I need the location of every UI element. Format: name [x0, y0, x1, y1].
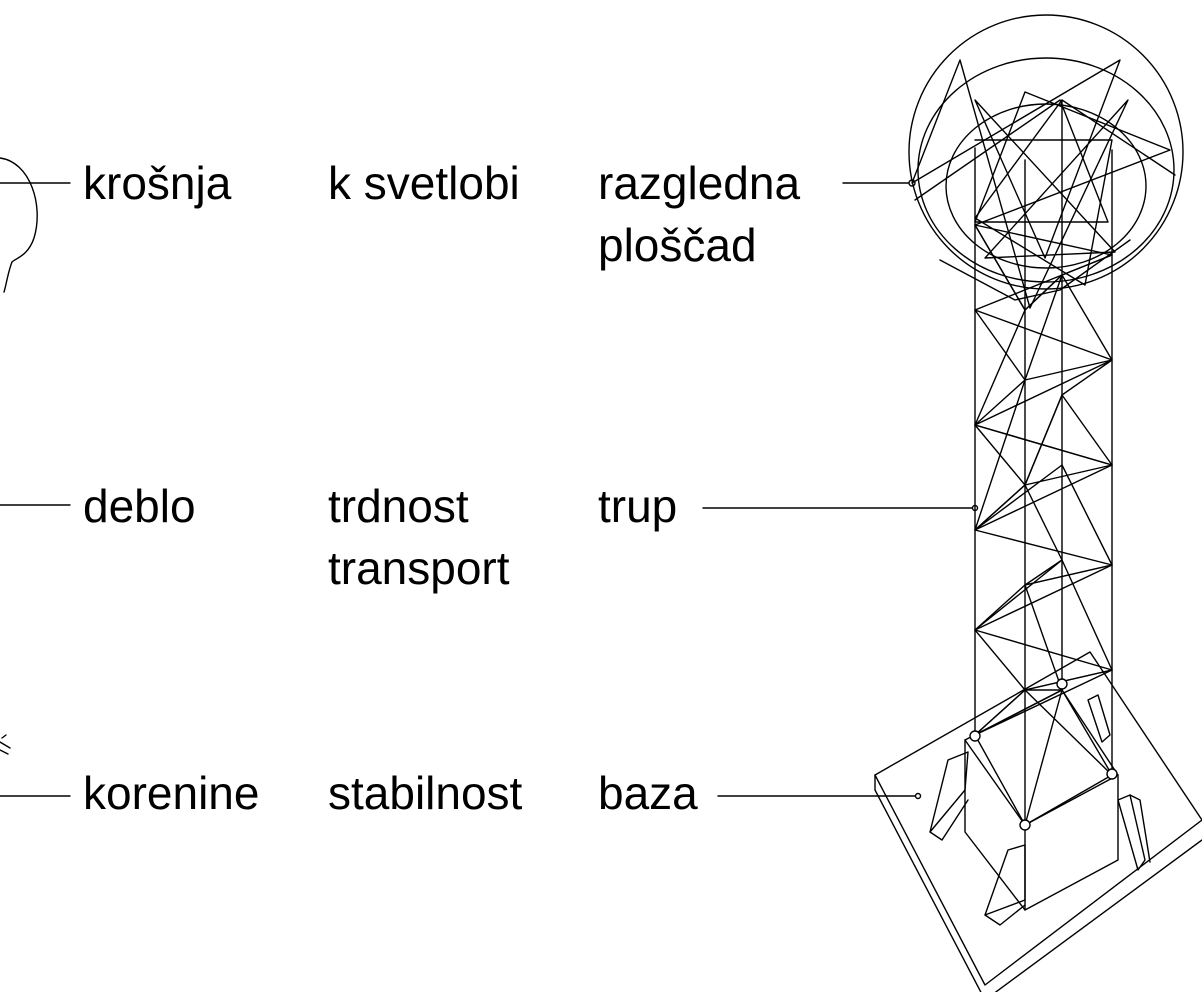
leader-lines	[702, 182, 976, 797]
tower-part-shaft: trup	[598, 480, 678, 532]
tower-part-base: baza	[598, 767, 698, 819]
tower-part-platform-line1: razgledna	[598, 157, 801, 209]
base-drawing	[874, 651, 1202, 992]
tree-part-roots: korenine	[83, 767, 260, 819]
meaning-stability: stabilnost	[328, 767, 523, 819]
meaning-transport: transport	[328, 542, 510, 594]
tree-sketch	[0, 157, 71, 797]
observation-platform-drawing	[908, 14, 1184, 826]
meaning-light: k svetlobi	[328, 157, 520, 209]
tree-part-crown: krošnja	[83, 157, 232, 209]
tree-part-trunk: deblo	[83, 480, 196, 532]
meaning-strength: trdnost	[328, 480, 469, 532]
trunk-lattice-drawing	[974, 224, 1113, 826]
leader-dots	[908, 179, 979, 800]
tower-part-platform-line2: ploščad	[598, 219, 757, 271]
